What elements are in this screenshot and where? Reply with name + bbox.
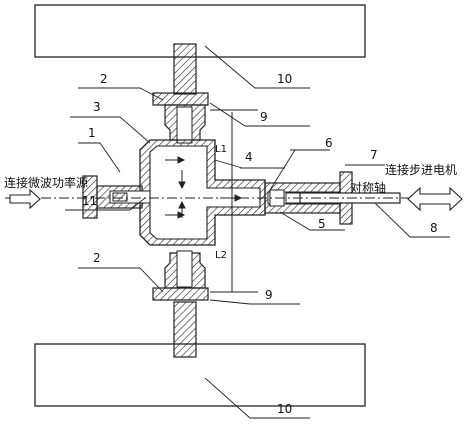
double-arrow-icon bbox=[407, 186, 463, 212]
input-arrow-icon bbox=[9, 188, 41, 210]
top-block bbox=[34, 4, 366, 58]
label-8: 8 bbox=[430, 221, 438, 235]
bottom-block bbox=[34, 343, 366, 407]
label-9-top: 9 bbox=[260, 110, 268, 124]
symmetry-axis-caption: 对称轴 bbox=[350, 180, 386, 195]
leader-lines bbox=[65, 45, 450, 419]
label-11: 11 bbox=[82, 194, 97, 208]
lower-rod bbox=[173, 301, 197, 358]
lower-stub-channel bbox=[176, 250, 193, 288]
label-5: 5 bbox=[318, 217, 326, 231]
label-1: 1 bbox=[88, 126, 96, 140]
microwave-source-caption: 连接微波功率源 bbox=[4, 175, 88, 190]
input-probe bbox=[112, 192, 128, 202]
flow-arrows bbox=[165, 156, 243, 219]
label-L2: L2 bbox=[215, 250, 227, 261]
label-10-top: 10 bbox=[277, 72, 292, 86]
label-2-top: 2 bbox=[100, 72, 108, 86]
label-2-bottom: 2 bbox=[93, 251, 101, 265]
label-L1: L1 bbox=[215, 144, 227, 155]
upper-rod bbox=[173, 43, 197, 95]
label-9-bottom: 9 bbox=[265, 288, 273, 302]
label-6: 6 bbox=[325, 136, 333, 150]
upper-stub-channel bbox=[176, 106, 193, 144]
stepper-motor-caption: 连接步进电机 bbox=[385, 162, 457, 177]
label-4: 4 bbox=[245, 150, 253, 164]
label-10-bottom: 10 bbox=[277, 402, 292, 416]
label-3: 3 bbox=[93, 100, 101, 114]
label-7: 7 bbox=[370, 148, 378, 162]
